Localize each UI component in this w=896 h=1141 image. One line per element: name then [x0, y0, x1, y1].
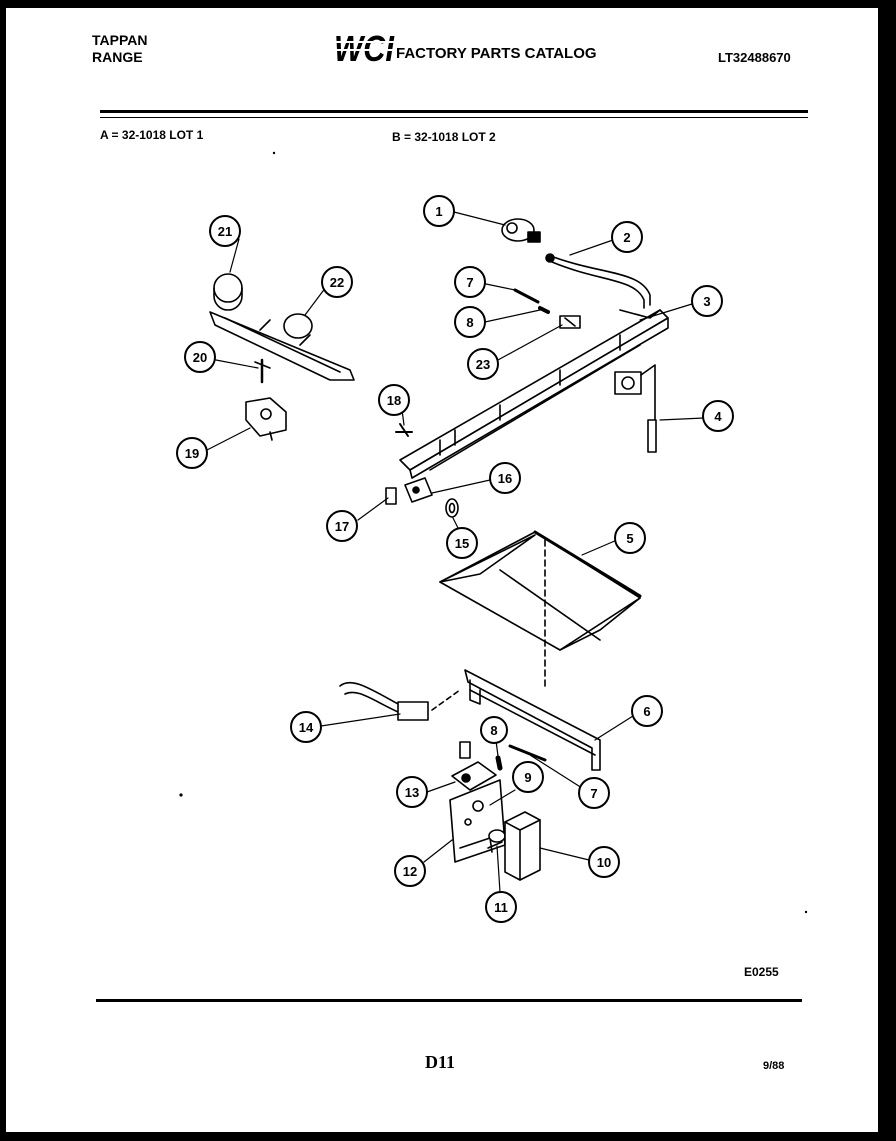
callout-19-text: 19 [185, 446, 199, 461]
callout-19: 19 [176, 437, 208, 469]
brand-block: TAPPAN RANGE [92, 32, 147, 66]
callout-20-text: 20 [193, 350, 207, 365]
callout-5: 5 [614, 522, 646, 554]
part-igniter [339, 681, 461, 721]
part-baffle [439, 530, 642, 691]
callout-7: 7 [578, 777, 610, 809]
leader-lines [206, 211, 705, 893]
callout-18: 18 [378, 384, 410, 416]
callout-labels: 1 2 3 4 5 6 7 8 9 10 11 12 13 14 15 16 1… [176, 195, 734, 923]
footer-rule [96, 999, 802, 1002]
part-bracket [245, 397, 287, 441]
callout-8: 8 [480, 716, 508, 744]
part-valve [501, 218, 541, 243]
brand-name: TAPPAN [92, 32, 148, 48]
callout-18-text: 18 [387, 393, 401, 408]
callout-7-text: 7 [590, 786, 597, 801]
callout-10: 10 [588, 846, 620, 878]
part-screw [254, 358, 271, 384]
wci-logo-text: WCI [334, 28, 395, 66]
callout-1-text: 1 [435, 204, 442, 219]
header-rule [100, 110, 808, 113]
part-thermostat-switch [614, 364, 657, 453]
part-safety-valve [451, 741, 497, 791]
catalog-title: FACTORY PARTS CATALOG [396, 45, 597, 62]
page-number: D11 [425, 1052, 456, 1072]
callout-23: 23 [467, 348, 499, 380]
product-type: RANGE [92, 49, 143, 65]
part-tube [545, 253, 651, 309]
callout-22-text: 22 [330, 275, 344, 290]
callout-1: 1 [423, 195, 455, 227]
callout-21-text: 21 [218, 224, 232, 239]
callout-8-upper: 8 [454, 306, 486, 338]
callout-22: 22 [321, 266, 353, 298]
callout-8-upper-text: 8 [466, 315, 473, 330]
part-cover-box [504, 811, 541, 881]
drawing-code: E0255 [744, 965, 779, 979]
callout-15: 15 [446, 527, 478, 559]
callout-11: 11 [485, 891, 517, 923]
callout-12: 12 [394, 855, 426, 887]
callout-6: 6 [631, 695, 663, 727]
callout-14: 14 [290, 711, 322, 743]
callout-11-text: 11 [494, 900, 508, 915]
callout-7-upper: 7 [454, 266, 486, 298]
header-rule-thin [100, 117, 808, 118]
callout-3-text: 3 [703, 294, 710, 309]
callout-9-text: 9 [524, 770, 531, 785]
catalog-date: 9/88 [763, 1060, 785, 1072]
callout-17-text: 17 [335, 519, 349, 534]
callout-17: 17 [326, 510, 358, 542]
callout-4-text: 4 [714, 409, 722, 424]
lot-a-label: A = 32-1018 LOT 1 [100, 128, 204, 142]
part-manifold [399, 309, 669, 479]
part-fitting [487, 829, 506, 849]
part-lower-orifice [495, 744, 547, 771]
callout-12-text: 12 [403, 864, 417, 879]
model-number: LT32488670 [718, 50, 791, 65]
callout-4: 4 [702, 400, 734, 432]
callout-10-text: 10 [597, 855, 611, 870]
callout-6-text: 6 [643, 704, 650, 719]
callout-20: 20 [184, 341, 216, 373]
callout-7-upper-text: 7 [466, 275, 473, 290]
callout-9: 9 [512, 761, 544, 793]
callout-23-text: 23 [476, 357, 490, 372]
callout-13-text: 13 [405, 785, 419, 800]
callout-8-text: 8 [490, 723, 497, 738]
part-orifice-group [513, 288, 581, 329]
callout-16-text: 16 [498, 471, 512, 486]
callout-13: 13 [396, 776, 428, 808]
wci-logo: WCI [332, 28, 396, 66]
lot-b-label: B = 32-1018 LOT 2 [392, 130, 496, 144]
callout-3: 3 [691, 285, 723, 317]
part-igniter-group [385, 423, 459, 518]
callout-5-text: 5 [626, 531, 633, 546]
part-bake-burner [464, 669, 601, 771]
callout-2-text: 2 [623, 230, 630, 245]
callout-16: 16 [489, 462, 521, 494]
callout-15-text: 15 [455, 536, 469, 551]
callout-21: 21 [209, 215, 241, 247]
part-oven-burner [209, 273, 355, 381]
callout-14-text: 14 [299, 720, 314, 735]
callout-2: 2 [611, 221, 643, 253]
